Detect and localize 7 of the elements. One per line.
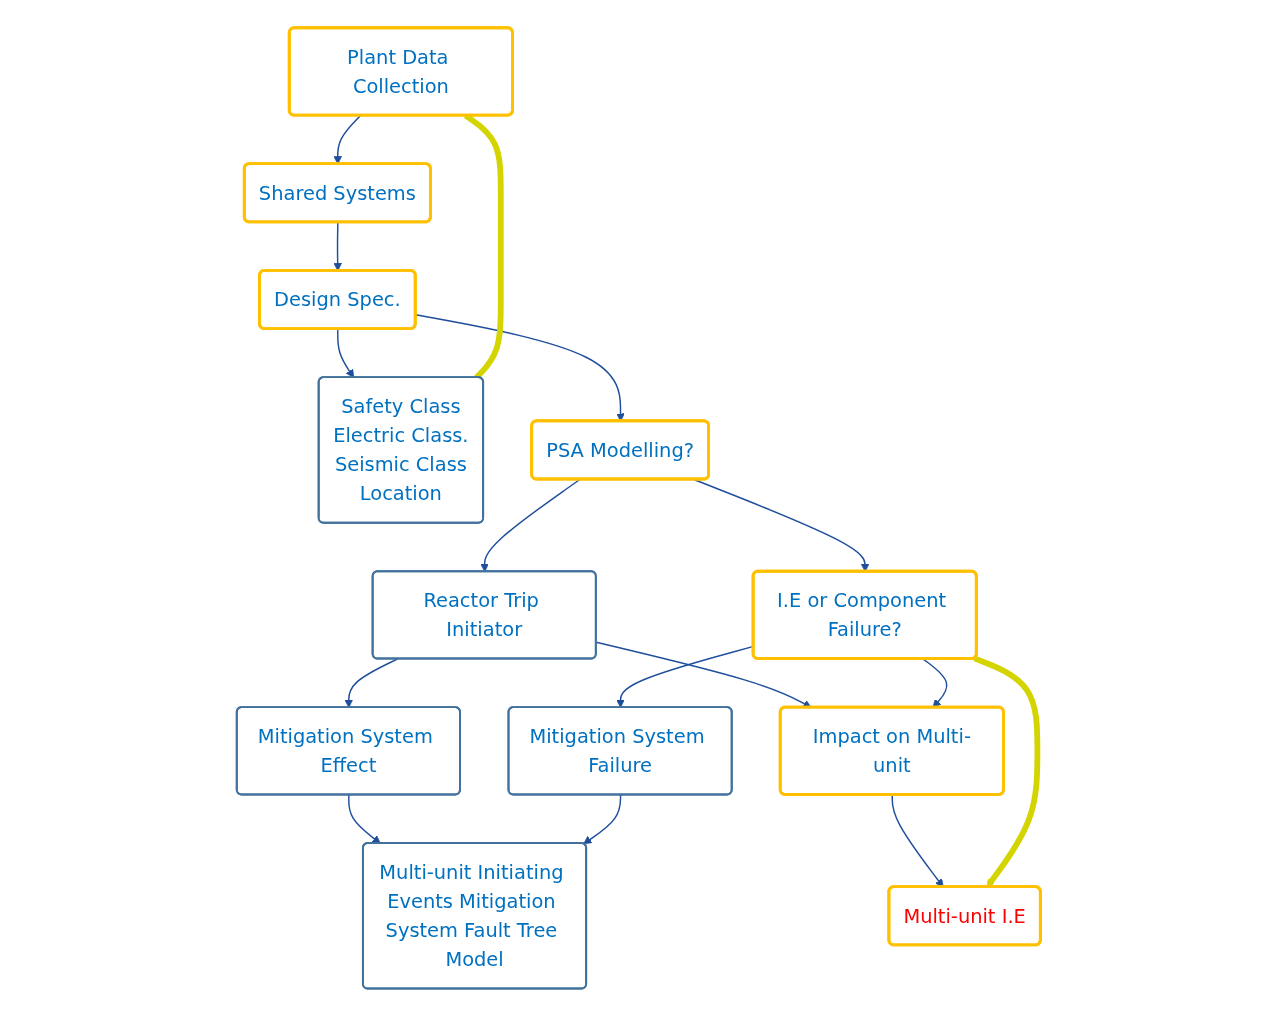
arrow bbox=[595, 641, 812, 709]
arrow bbox=[973, 656, 1041, 888]
arrow bbox=[583, 794, 622, 845]
arrow bbox=[344, 658, 399, 709]
arrow bbox=[336, 328, 355, 379]
arrow bbox=[347, 794, 381, 845]
arrow bbox=[480, 479, 581, 573]
